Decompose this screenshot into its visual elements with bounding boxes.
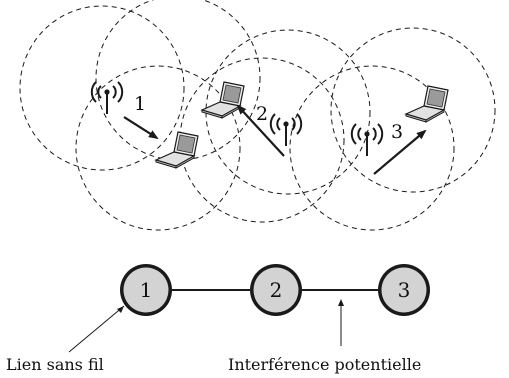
- coverage-circle: [75, 65, 241, 231]
- link-arrow-1: [123, 116, 159, 140]
- node-label-1: 1: [140, 278, 153, 302]
- coverage-circle: [179, 57, 345, 223]
- interference-annotation: Interférence potentielle: [228, 355, 421, 374]
- link-label-3: 3: [391, 121, 403, 143]
- coverage-circle: [205, 29, 371, 195]
- node-label-2: 2: [270, 278, 283, 302]
- node-label-3: 3: [398, 278, 411, 302]
- link-arrow-3: [373, 129, 427, 175]
- laptop-icon: [201, 81, 245, 119]
- coverage-circle: [330, 27, 496, 193]
- wireless-link-pointer: [68, 305, 125, 353]
- coverage-circle: [19, 5, 185, 171]
- node-1: 1: [120, 264, 172, 316]
- link-label-2: 2: [256, 103, 268, 125]
- coverage-circle: [289, 65, 455, 231]
- wireless-link-annotation: Lien sans fil: [6, 355, 104, 374]
- antenna-icon: [269, 113, 303, 147]
- coverage-areas: [19, 0, 496, 231]
- node-2: 2: [250, 264, 302, 316]
- antenna-icon: [350, 123, 384, 157]
- node-3: 3: [378, 264, 430, 316]
- laptop-icon: [155, 131, 199, 169]
- link-label-1: 1: [134, 93, 146, 115]
- antenna-icon: [90, 81, 124, 115]
- link-arrow-2: [236, 104, 285, 157]
- laptop-icon: [405, 85, 449, 123]
